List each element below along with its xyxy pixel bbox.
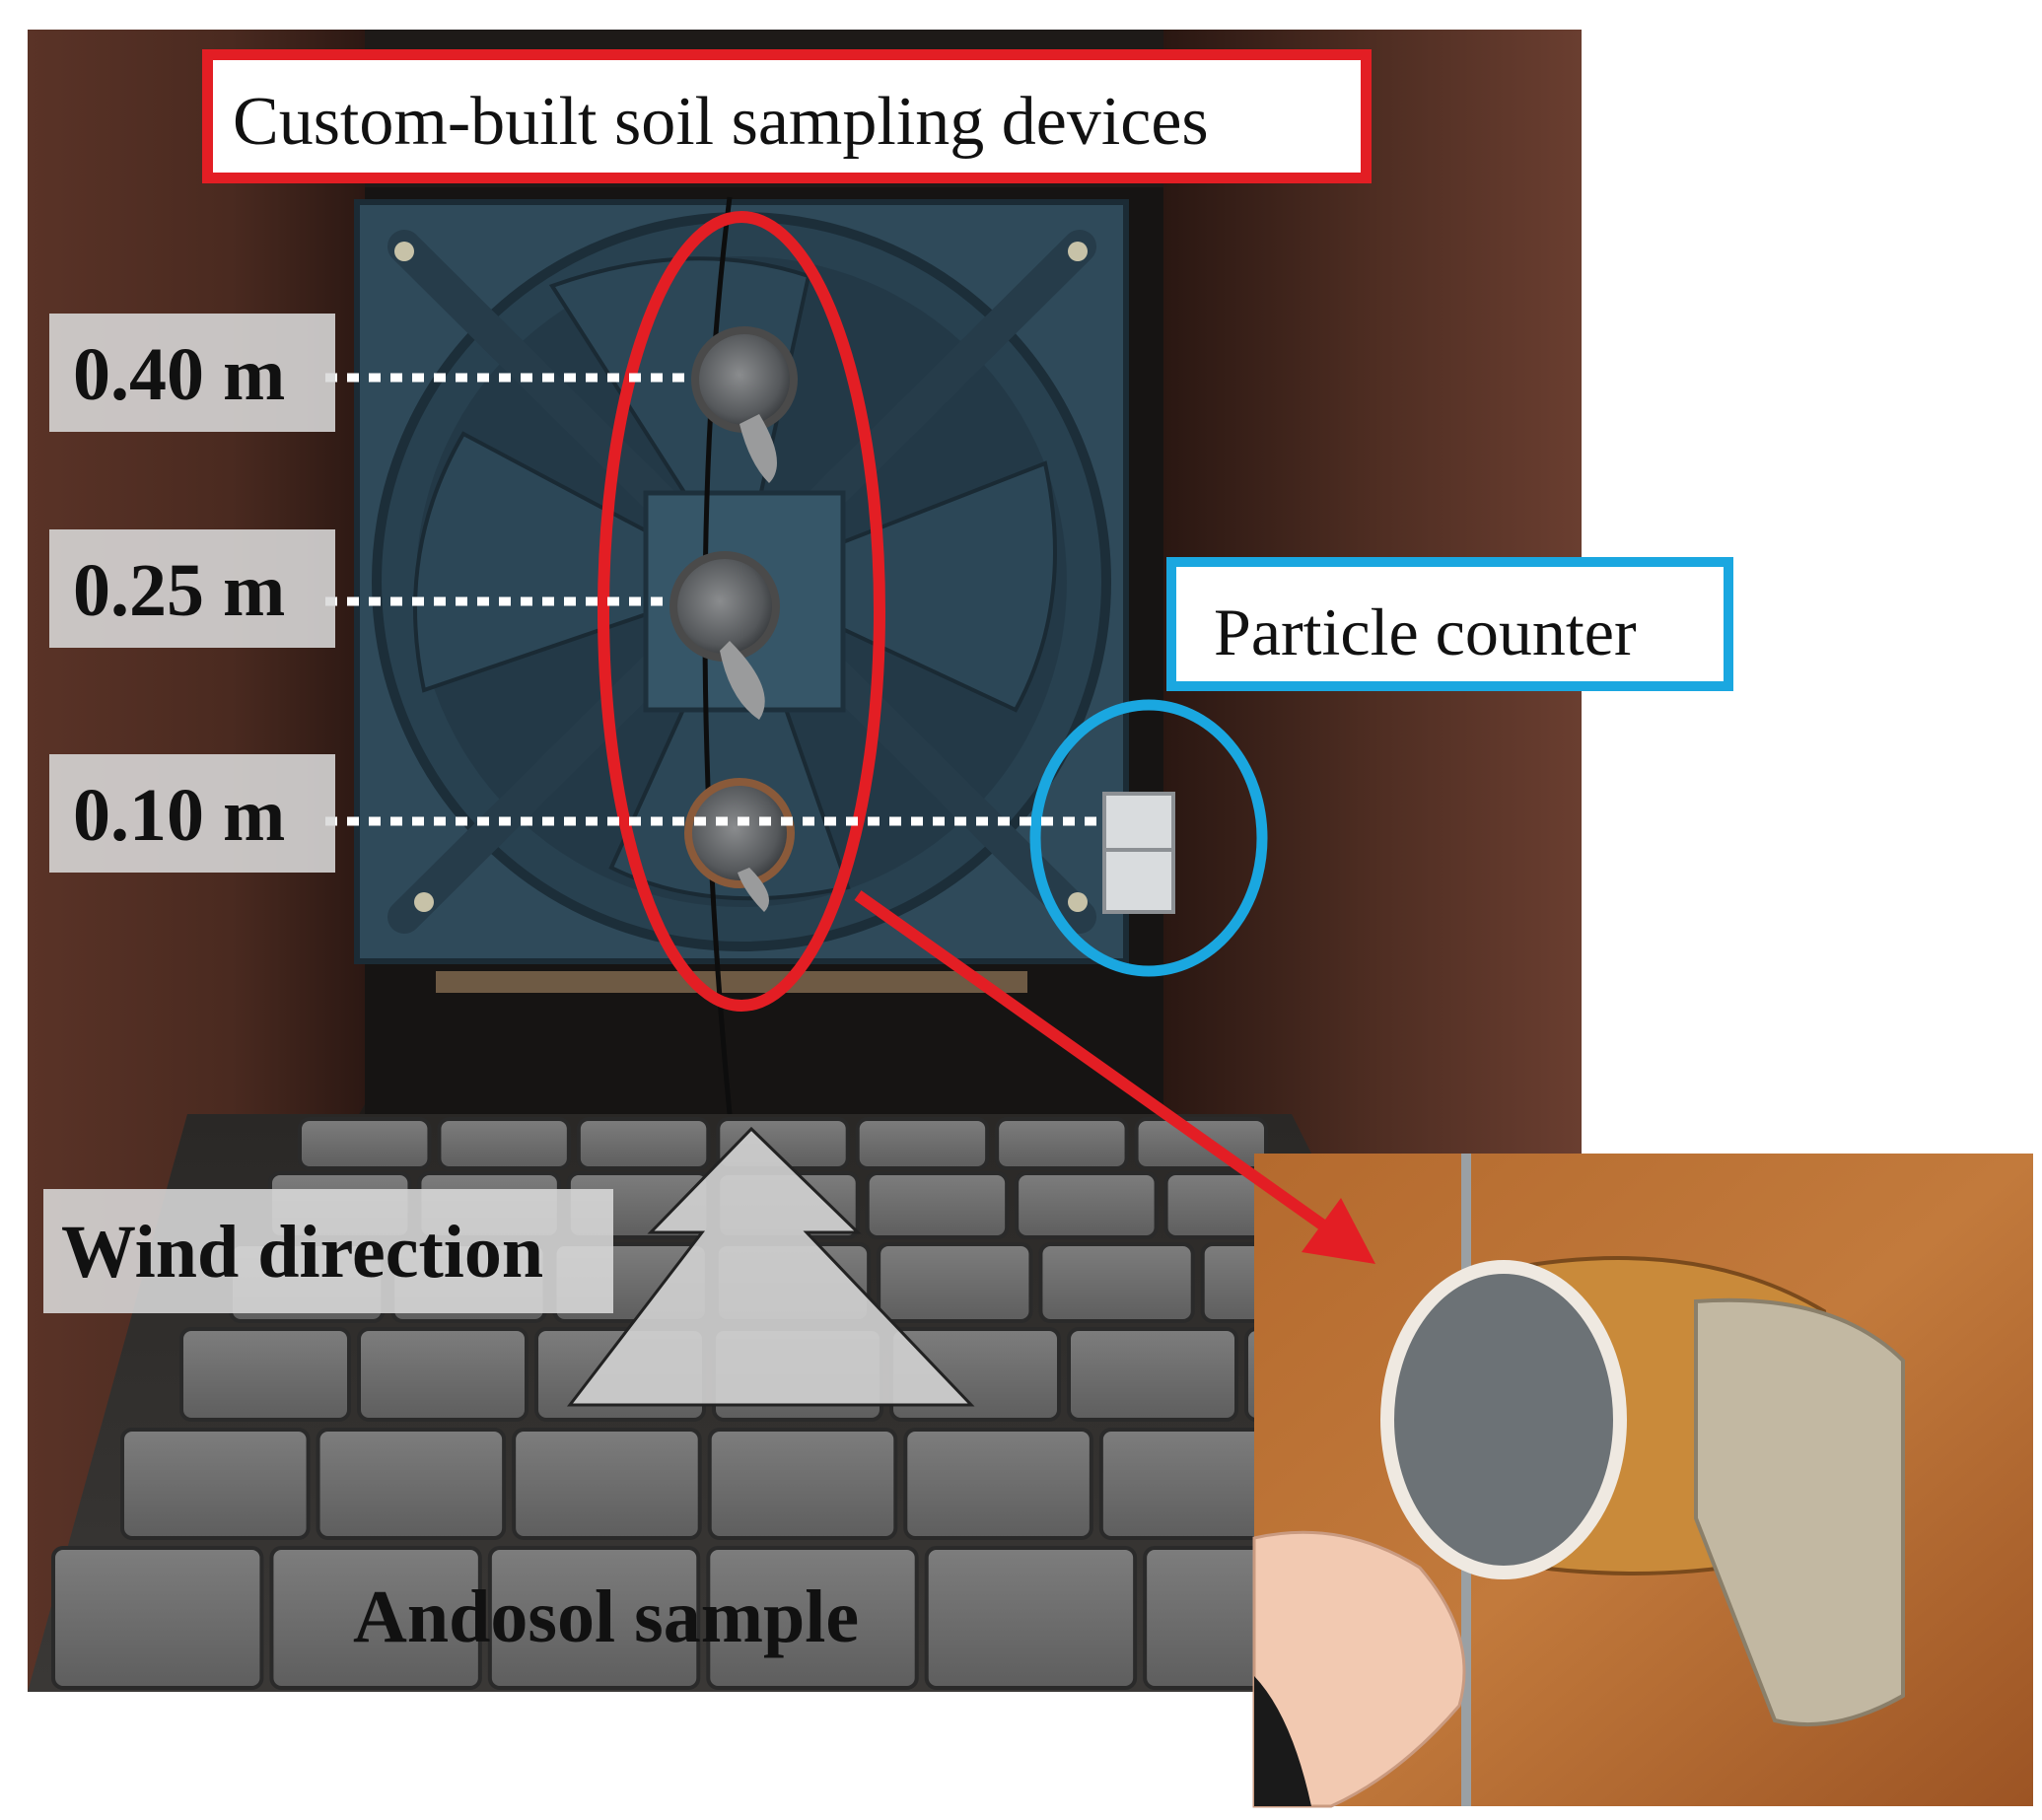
brick xyxy=(269,1546,482,1690)
brick xyxy=(487,1546,701,1690)
brick xyxy=(51,1546,264,1690)
brick xyxy=(512,1428,702,1540)
inset-bag xyxy=(1694,1297,1905,1727)
devices-label-box: Custom-built soil sampling devices xyxy=(202,49,1372,183)
andosol-sample-label: Andosol sample xyxy=(353,1575,860,1658)
wind-direction-label: Wind direction xyxy=(61,1211,544,1294)
brick xyxy=(707,1428,898,1540)
brick xyxy=(576,1117,711,1170)
brick xyxy=(1067,1327,1238,1422)
height-guide-lines xyxy=(325,373,1104,826)
wind-direction-label-box: Wind direction xyxy=(43,1189,613,1313)
brick xyxy=(865,1171,1010,1239)
inset-pipe-opening xyxy=(1380,1260,1627,1579)
counter-highlight-ellipse xyxy=(1029,699,1268,977)
brick xyxy=(437,1117,571,1170)
height-010-label: 0.10 m xyxy=(73,774,286,857)
brick xyxy=(855,1117,990,1170)
brick xyxy=(316,1428,507,1540)
brick xyxy=(120,1428,311,1540)
height-010-label-box: 0.10 m xyxy=(49,754,335,873)
height-025-label-box: 0.25 m xyxy=(49,529,335,648)
brick xyxy=(357,1327,528,1422)
particle-counter-device xyxy=(1102,792,1175,914)
inset-hand xyxy=(1252,1530,1466,1808)
particle-counter-label: Particle counter xyxy=(1214,595,1637,669)
brick xyxy=(924,1546,1138,1690)
wind-direction-arrow xyxy=(566,1126,975,1407)
height-025-label: 0.25 m xyxy=(73,549,286,632)
height-040-label: 0.40 m xyxy=(73,333,286,416)
brick xyxy=(1038,1242,1195,1323)
inset-photo xyxy=(1252,1154,2033,1808)
bolts xyxy=(394,242,1088,912)
particle-counter-label-box: Particle counter xyxy=(1166,557,1733,691)
zoom-arrow xyxy=(854,890,1375,1264)
devices-highlight-ellipse xyxy=(598,211,885,1012)
brick xyxy=(995,1117,1129,1170)
brick xyxy=(877,1242,1033,1323)
devices-label: Custom-built soil sampling devices xyxy=(233,84,1209,160)
brick xyxy=(179,1327,351,1422)
height-040-label-box: 0.40 m xyxy=(49,314,335,432)
brick xyxy=(1015,1171,1159,1239)
brick xyxy=(903,1428,1093,1540)
brick xyxy=(706,1546,919,1690)
base-board xyxy=(436,971,1027,993)
sampler-pipes xyxy=(669,326,798,912)
brick xyxy=(298,1117,432,1170)
